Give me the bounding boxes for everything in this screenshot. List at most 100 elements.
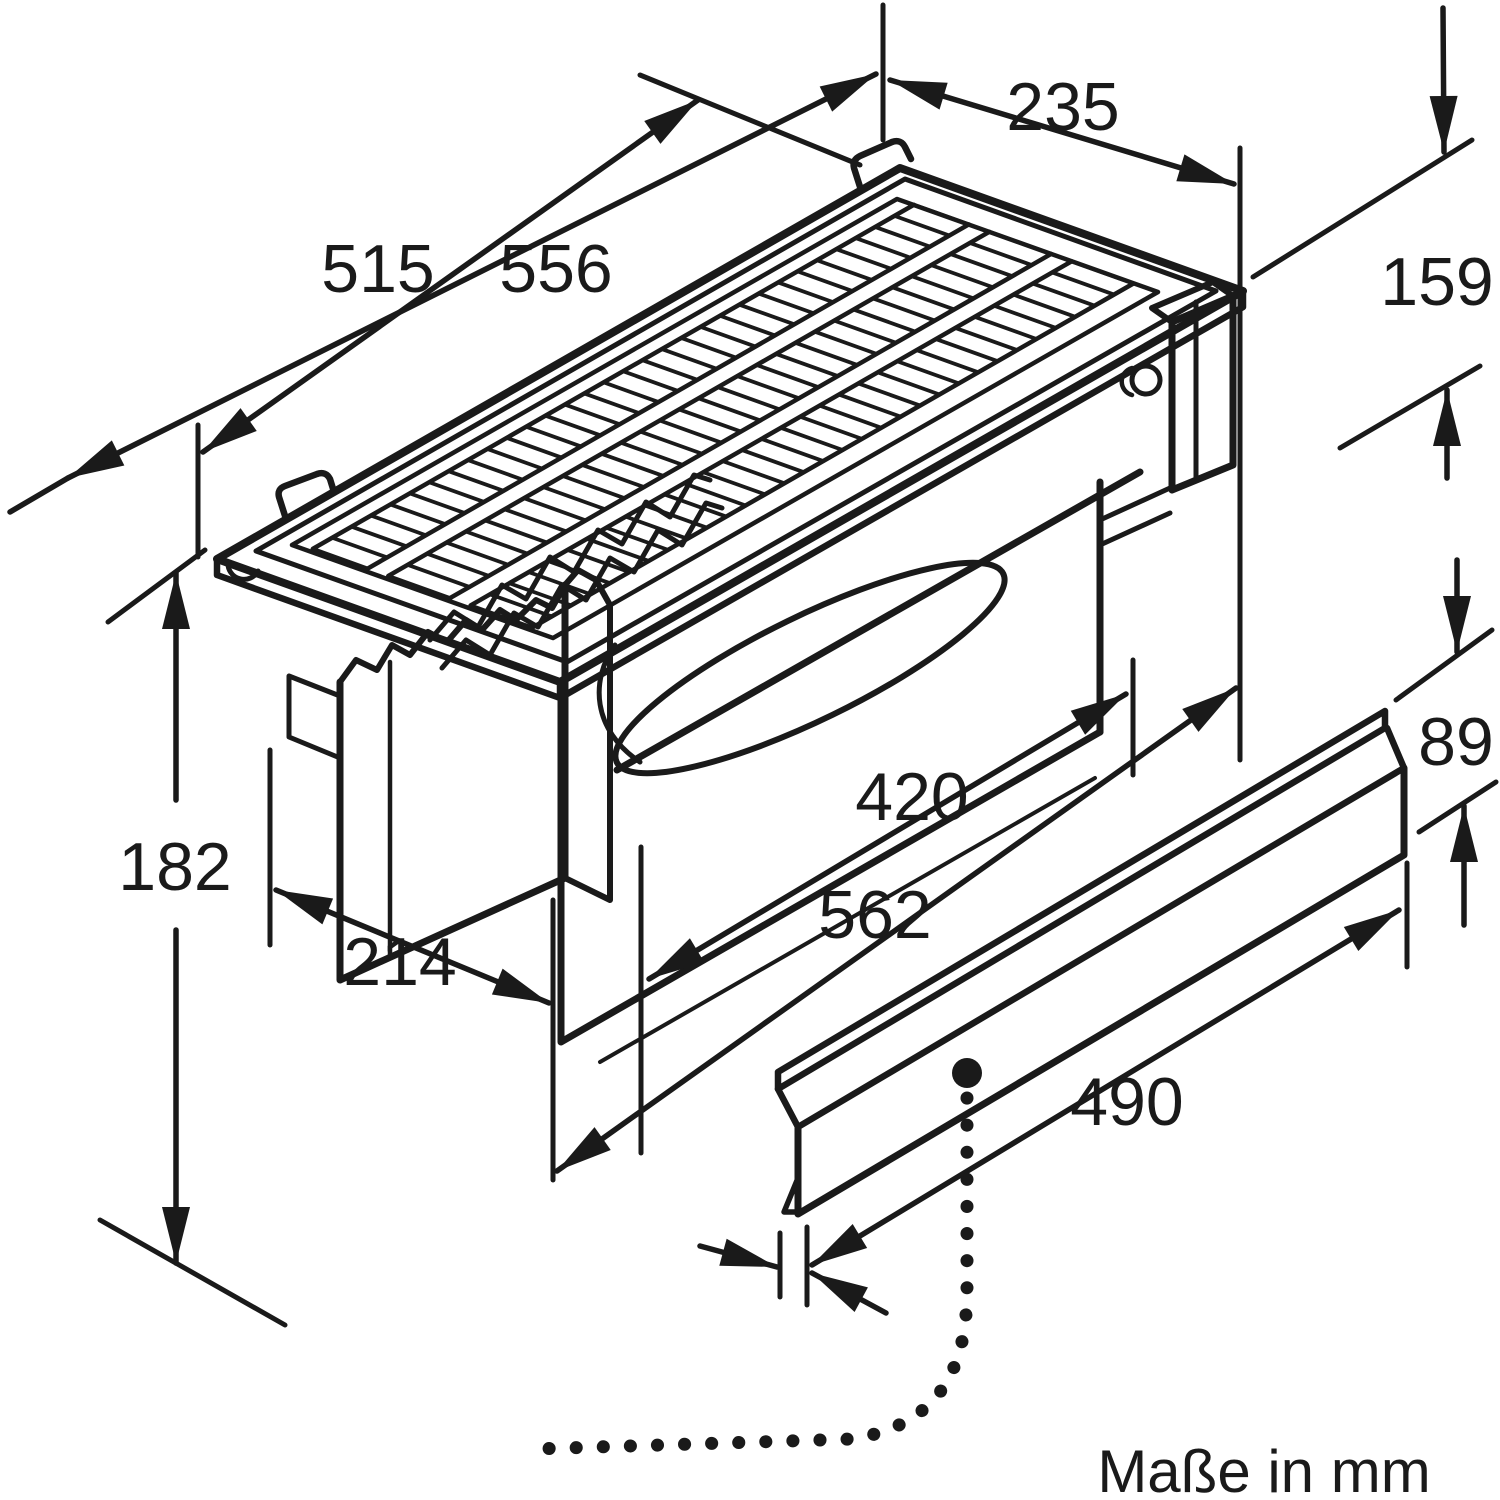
gap-arrow-right [809, 1270, 889, 1316]
grille-line [601, 380, 661, 404]
arrow-down [1429, 5, 1458, 155]
ext-line-bottom [97, 1217, 288, 1328]
grille-line [1011, 292, 1078, 319]
grille-line [604, 525, 670, 552]
grille-line [754, 363, 821, 390]
dim-89-label: 89 [1418, 704, 1494, 780]
grille-line [466, 458, 525, 482]
bracket-support-arm [1097, 485, 1173, 548]
grille-line [386, 229, 992, 579]
dim-235-label: 235 [1006, 69, 1119, 145]
grille-line [718, 313, 777, 338]
grille-line [929, 263, 995, 290]
grille-line [580, 463, 646, 489]
grille-line [585, 536, 651, 563]
gap-arrow-left [697, 1238, 780, 1270]
grille-line [530, 281, 1136, 630]
dim-556-label: 556 [499, 231, 612, 307]
dimension-rear-depth: 235 [887, 69, 1243, 763]
rim-stub-left [286, 673, 343, 761]
grille-line [310, 546, 370, 571]
grille-line [621, 369, 680, 393]
grille-line [817, 403, 884, 430]
grille-line [934, 337, 1000, 364]
units-note: Maße in mm [1097, 1438, 1430, 1500]
grille-line [815, 258, 874, 282]
ext-line-top [1250, 137, 1475, 280]
grille-line [737, 302, 797, 327]
grille-line [837, 392, 903, 419]
grille-line [446, 469, 506, 493]
grille-line [468, 259, 1074, 608]
ext-line-bottom [1337, 363, 1483, 451]
dim-562-label: 562 [818, 877, 931, 953]
ext-line-top [105, 547, 208, 625]
dotted-leader-line [526, 1091, 974, 1456]
grille-line [909, 274, 976, 301]
grille-line [798, 414, 864, 441]
grille-line [793, 340, 860, 367]
grille-line [463, 529, 530, 556]
grille-line [405, 562, 472, 589]
dim-line [809, 907, 1402, 1268]
bracket-top-face [1149, 279, 1236, 325]
bar-end-notch [781, 1175, 801, 1215]
dim-159-label: 159 [1380, 244, 1493, 320]
grille-line [369, 513, 428, 538]
grille-line [968, 241, 1034, 267]
edge-notch [225, 559, 261, 582]
dim-490-label: 490 [1070, 1064, 1183, 1140]
grille-line [696, 396, 763, 423]
grille-line [543, 413, 603, 438]
grille-line [778, 425, 845, 452]
grille-line [681, 481, 748, 508]
grille-line [407, 491, 467, 515]
grille-line [330, 535, 389, 560]
bracket-knob-arc [1119, 365, 1135, 398]
grille-line [524, 424, 583, 449]
grille-line [483, 518, 549, 545]
grille-line [812, 329, 879, 356]
grille-line [619, 440, 685, 467]
grille-line [832, 318, 898, 345]
grille-line [756, 291, 816, 316]
grille-line [911, 202, 971, 227]
grille-line [895, 359, 961, 386]
grille-line [507, 581, 574, 608]
grille-line [795, 269, 855, 293]
grille-line [522, 496, 588, 523]
grille-line [349, 524, 409, 549]
grille-line [834, 247, 894, 271]
grille-line [638, 429, 704, 456]
dim-line [200, 97, 701, 455]
grille-line [987, 229, 1053, 256]
dimension-left-height: 182 [97, 547, 288, 1328]
grille-line [875, 370, 942, 397]
grille-line [740, 448, 806, 475]
grille-line [562, 402, 622, 427]
grille-line [677, 407, 743, 434]
dimension-right-height: 159 [1250, 5, 1494, 481]
flange-thickness-front [556, 287, 1247, 702]
grille-line [657, 418, 724, 445]
grille-line [735, 374, 801, 401]
grille-line [972, 314, 1039, 341]
grille-line [953, 326, 1019, 352]
grille-line [1069, 259, 1136, 286]
grille-line [701, 470, 767, 497]
torn-rim-lower [439, 500, 725, 671]
dimension-total-width: 556 [7, 2, 886, 515]
grille-line [1030, 281, 1097, 308]
dim-line [65, 71, 879, 481]
grille-line [662, 492, 729, 519]
grille-line [488, 592, 554, 619]
dim-182-label: 182 [118, 829, 231, 905]
grille-line [890, 285, 957, 312]
grille-line [427, 480, 486, 504]
dim-214-label: 214 [343, 924, 456, 1000]
grille-line [759, 437, 826, 463]
grille-line [774, 352, 840, 378]
grille-line [914, 348, 981, 375]
dim-tail [7, 475, 71, 515]
grille-line [992, 303, 1058, 330]
